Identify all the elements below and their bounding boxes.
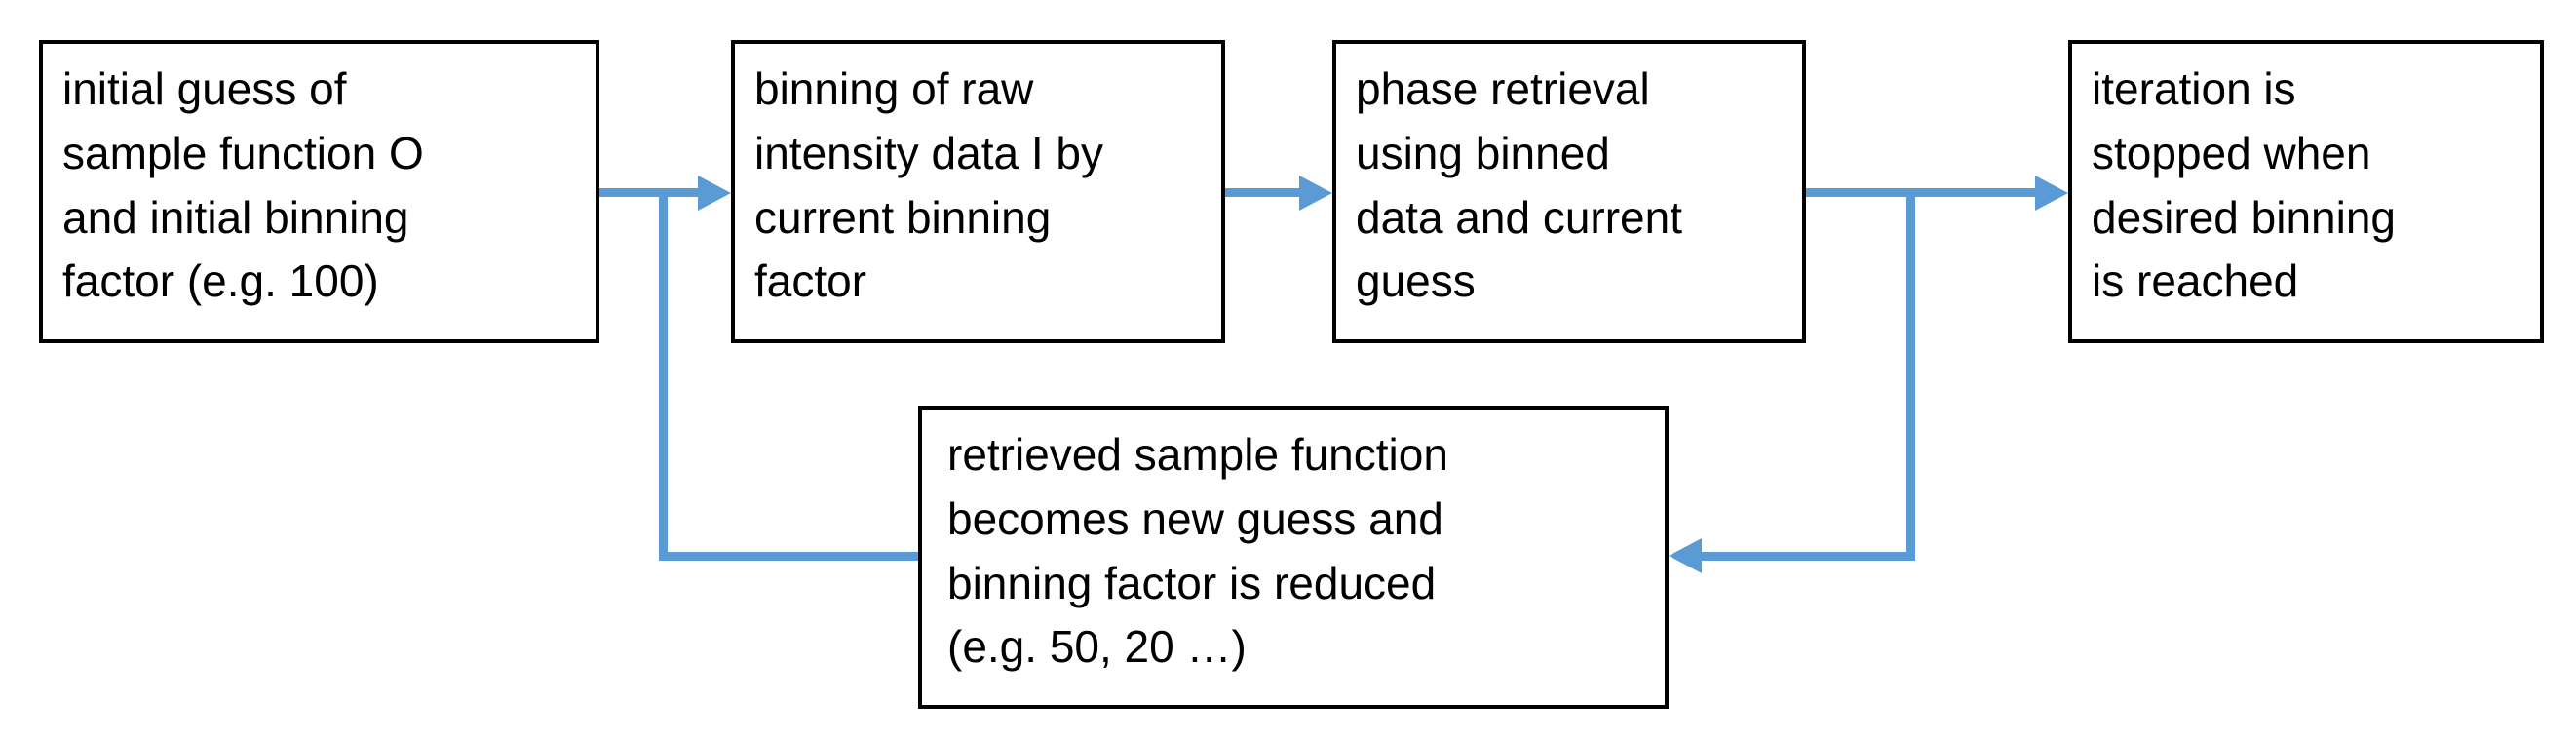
flow-box-iteration-stopped-label: iteration is stopped when desired binnin… [2092,63,2397,307]
flow-box-new-guess: retrieved sample function becomes new gu… [918,406,1669,709]
flow-box-phase-retrieval-label: phase retrieval using binned data and cu… [1356,63,1683,307]
connector-box5-return-line [659,552,918,561]
flow-box-binning-raw-data: binning of raw intensity data I by curre… [731,40,1225,343]
connector-feedback-down-line [1906,188,1915,561]
flow-box-initial-guess-label: initial guess of sample function O and i… [62,63,424,307]
flow-box-phase-retrieval: phase retrieval using binned data and cu… [1332,40,1806,343]
arrowhead-left-box5-icon [1669,538,1702,573]
arrowhead-right-box2-icon [698,176,731,211]
flow-box-binning-raw-data-label: binning of raw intensity data I by curre… [754,63,1103,307]
flow-box-new-guess-label: retrieved sample function becomes new gu… [947,429,1448,673]
flow-box-initial-guess: initial guess of sample function O and i… [39,40,599,343]
arrowhead-right-box3-icon [1299,176,1332,211]
connector-box2-box3-line [1225,188,1301,197]
arrowhead-right-box4-icon [2035,176,2068,211]
connector-feedback-into-box5-line [1700,552,1915,561]
connector-return-up-line [659,188,668,561]
flow-box-iteration-stopped: iteration is stopped when desired binnin… [2068,40,2544,343]
connector-box1-box2-line [599,188,700,197]
connector-box3-box4-line [1806,188,2037,197]
